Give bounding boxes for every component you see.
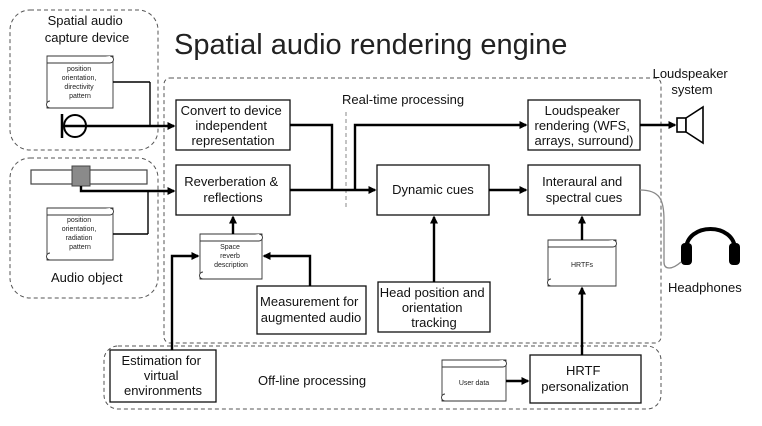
svg-text:HRTFs: HRTFs [571, 262, 594, 269]
arrow-to-loudspeaker-rendering [353, 121, 528, 190]
convert-box: Convert to device independent representa… [175, 99, 291, 151]
head-tracking-box: Head position and orientation tracking [377, 281, 491, 333]
loudspeaker-icon [676, 105, 704, 145]
svg-text:Loudspeaker rendering (W: Loudspeaker rendering (WFS, arrays, surr… [535, 103, 634, 148]
audio-object-scroll: position orientation, radiation pattern [46, 207, 114, 261]
svg-text:Head position and orient: Head position and orientation tracking [380, 285, 488, 330]
loudspeaker-rendering-box: Loudspeaker rendering (WFS, arrays, surr… [527, 99, 641, 151]
capture-device-scroll: position orientation, directivity patter… [46, 55, 114, 109]
svg-text:position orientation,: position orientation, directivity patter… [62, 66, 99, 100]
svg-text:Space reverb descr: Space reverb description [214, 244, 248, 269]
space-reverb-scroll: Space reverb description [199, 233, 263, 280]
loudspeaker-system-label: Loudspeaker system [653, 66, 732, 97]
svg-text:HRTF personalization: HRTF personalization [541, 363, 628, 394]
svg-text:Reverberation & reflecti: Reverberation & reflections [184, 174, 282, 205]
arrow-object-to-reverb [79, 186, 176, 195]
capture-device-frame [9, 9, 159, 151]
svg-text:User data: User data [459, 380, 489, 387]
svg-text:position orientation,: position orientation, radiation pattern [62, 217, 99, 251]
capture-device-label: Spatial audio capture device [45, 13, 130, 45]
offline-region [103, 345, 662, 410]
hrtfs-scroll: HRTFs [547, 239, 617, 287]
svg-text:Convert to device indepe: Convert to device independent representa… [181, 103, 286, 148]
arrow-estimation-to-space-reverb [170, 252, 200, 350]
line-to-headphones [639, 189, 682, 269]
realtime-label: Real-time processing [342, 92, 464, 107]
svg-text:Measurement for augmente: Measurement for augmented audio [260, 294, 362, 325]
audio-object-label: Audio object [51, 270, 123, 285]
arrow-convert-down [290, 123, 334, 190]
hrtf-personalization-box: HRTF personalization [529, 354, 642, 404]
measurement-box: Measurement for augmented audio [256, 285, 367, 335]
user-data-scroll: User data [441, 359, 507, 402]
offline-label: Off-line processing [258, 373, 366, 388]
interaural-box: Interaural and spectral cues [527, 164, 641, 216]
svg-text:Interaural and spectral: Interaural and spectral cues [542, 174, 626, 205]
headphones-icon [681, 227, 740, 265]
estimation-box: Estimation for virtual environments [109, 349, 217, 403]
svg-text:Dynamic cues: Dynamic cues [392, 182, 474, 197]
dynamic-cues-box: Dynamic cues [376, 164, 490, 216]
page-title: Spatial audio rendering engine [174, 29, 567, 61]
audio-timeline-icon [30, 165, 148, 187]
headphones-label: Headphones [668, 280, 742, 295]
audio-object-frame [9, 157, 159, 299]
arrow-measurement-to-space-reverb [262, 252, 312, 286]
reverb-box: Reverberation & reflections [175, 164, 291, 216]
svg-text:Estimation for virtual: Estimation for virtual environments [121, 353, 204, 398]
